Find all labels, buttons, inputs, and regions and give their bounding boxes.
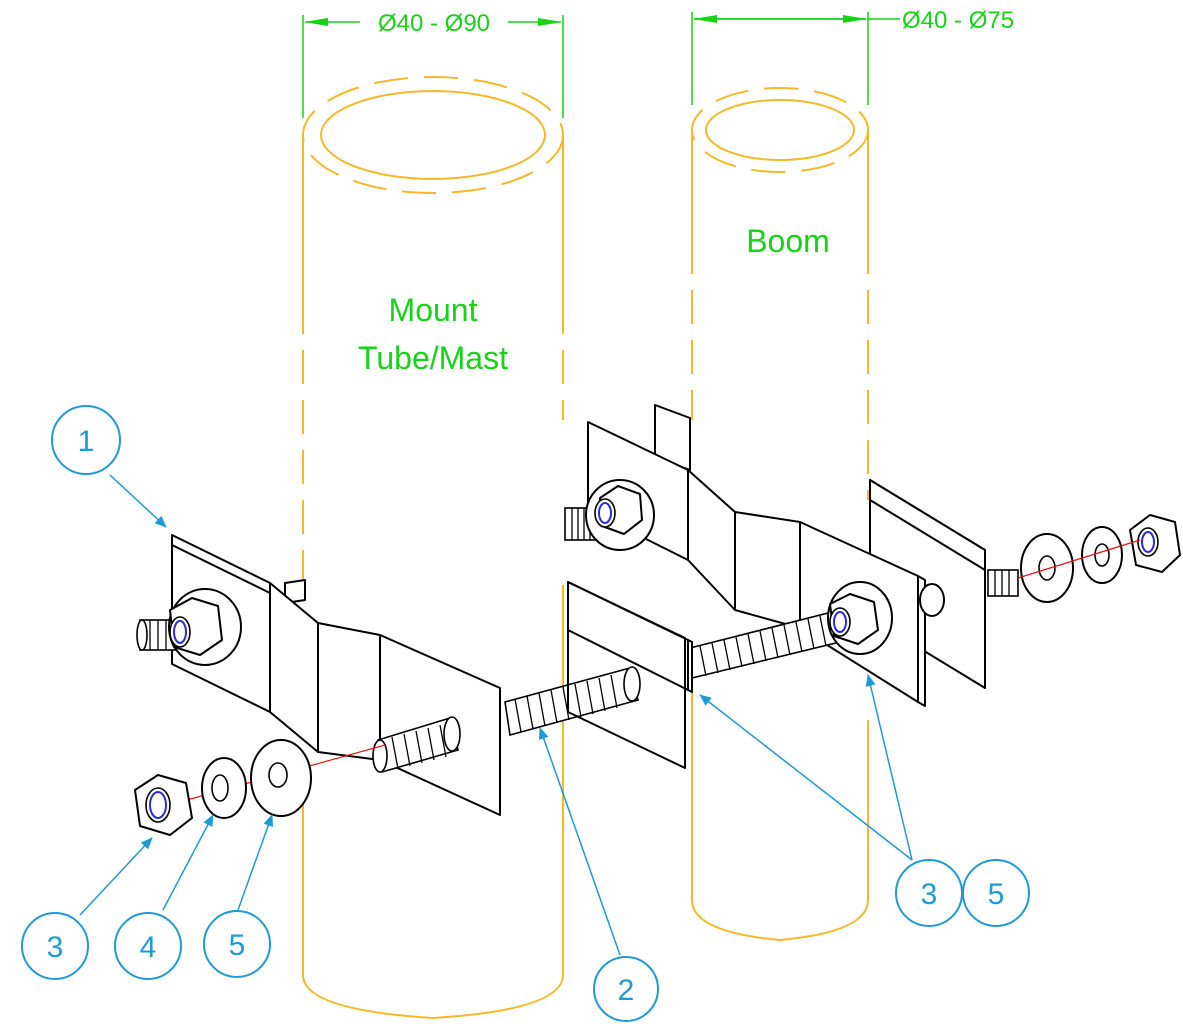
callout-2: 2 — [593, 956, 659, 1022]
svg-text:5: 5 — [229, 929, 246, 962]
rod-thread-left — [514, 674, 618, 733]
mast-label-line1: Mount — [389, 292, 478, 328]
boom-label: Boom — [746, 223, 830, 259]
threaded-rod-right — [689, 581, 893, 680]
boom-diameter-label: Ø40 - Ø75 — [902, 7, 1014, 34]
callout-4: 4 — [114, 912, 182, 980]
bolt-far-right — [919, 514, 1181, 617]
boom-tube — [691, 87, 869, 942]
mast-diameter-label: Ø40 - Ø90 — [378, 10, 490, 37]
lock-washer-part-4 — [201, 757, 247, 819]
callout-5-right: 5 — [962, 859, 1030, 927]
callout-3-left: 3 — [21, 912, 89, 980]
svg-text:5: 5 — [988, 878, 1005, 911]
bracket-plate-rear — [567, 404, 986, 707]
threaded-rod-left — [504, 666, 641, 737]
callout-1: 1 — [51, 405, 121, 475]
bolt-front-upper — [136, 588, 242, 666]
rod-thread-right — [699, 615, 827, 677]
boom-dimension: Ø40 - Ø75 — [691, 7, 1014, 105]
flat-washer-part-5 — [250, 739, 312, 817]
bolt-rear-upper — [564, 479, 655, 551]
mast-tube — [302, 76, 564, 1020]
callout-5-left: 5 — [203, 910, 271, 978]
svg-text:4: 4 — [140, 931, 157, 964]
leader-lines — [79, 474, 913, 956]
bracket-plate-middle — [567, 581, 693, 769]
bolt-front-lower — [372, 716, 461, 774]
exploded-hardware-left — [134, 739, 386, 836]
svg-text:2: 2 — [618, 974, 635, 1007]
mast-dimension: Ø40 - Ø90 — [302, 10, 564, 118]
svg-text:1: 1 — [78, 425, 95, 458]
mast-label-line2: Tube/Mast — [358, 340, 508, 376]
nut-part-3 — [134, 774, 193, 836]
svg-text:3: 3 — [47, 931, 64, 964]
svg-text:3: 3 — [921, 878, 938, 911]
callout-3-right: 3 — [895, 859, 963, 927]
